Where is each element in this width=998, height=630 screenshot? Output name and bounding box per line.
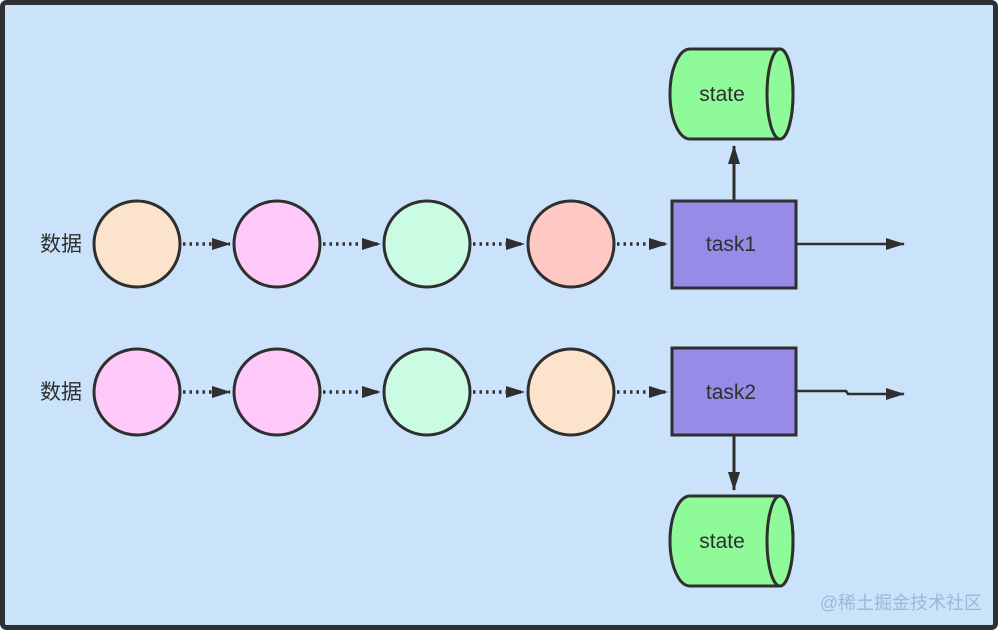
data-event-circle: [232, 199, 322, 289]
task2-box: [670, 346, 798, 437]
row-1-label: 数据: [40, 233, 82, 256]
state-cylinder-top: state: [668, 47, 795, 141]
data-event-circle: [92, 199, 182, 289]
data-event-circle: [382, 347, 472, 437]
row-1-pipeline: 数据 task1 state: [40, 47, 905, 290]
row-2-pipeline: 数据 task2 state: [40, 346, 905, 588]
cylinder-cap: [765, 47, 795, 141]
task2-label: task2: [706, 381, 756, 404]
data-event-circle: [382, 199, 472, 289]
data-event-circle: [526, 199, 616, 289]
cylinder-cap: [765, 494, 795, 588]
task1-label: task1: [706, 233, 756, 256]
data-event-circle: [232, 347, 322, 437]
task2-output-arrow: [797, 388, 905, 400]
watermark: @稀土掘金技术社区: [820, 593, 982, 613]
state-cylinder-bottom: state: [668, 494, 795, 588]
data-event-circle: [92, 347, 182, 437]
task1-box: [670, 199, 798, 290]
state-label: state: [699, 83, 745, 106]
data-event-circle: [526, 347, 616, 437]
state-label: state: [699, 530, 745, 553]
row-2-label: 数据: [40, 381, 82, 404]
